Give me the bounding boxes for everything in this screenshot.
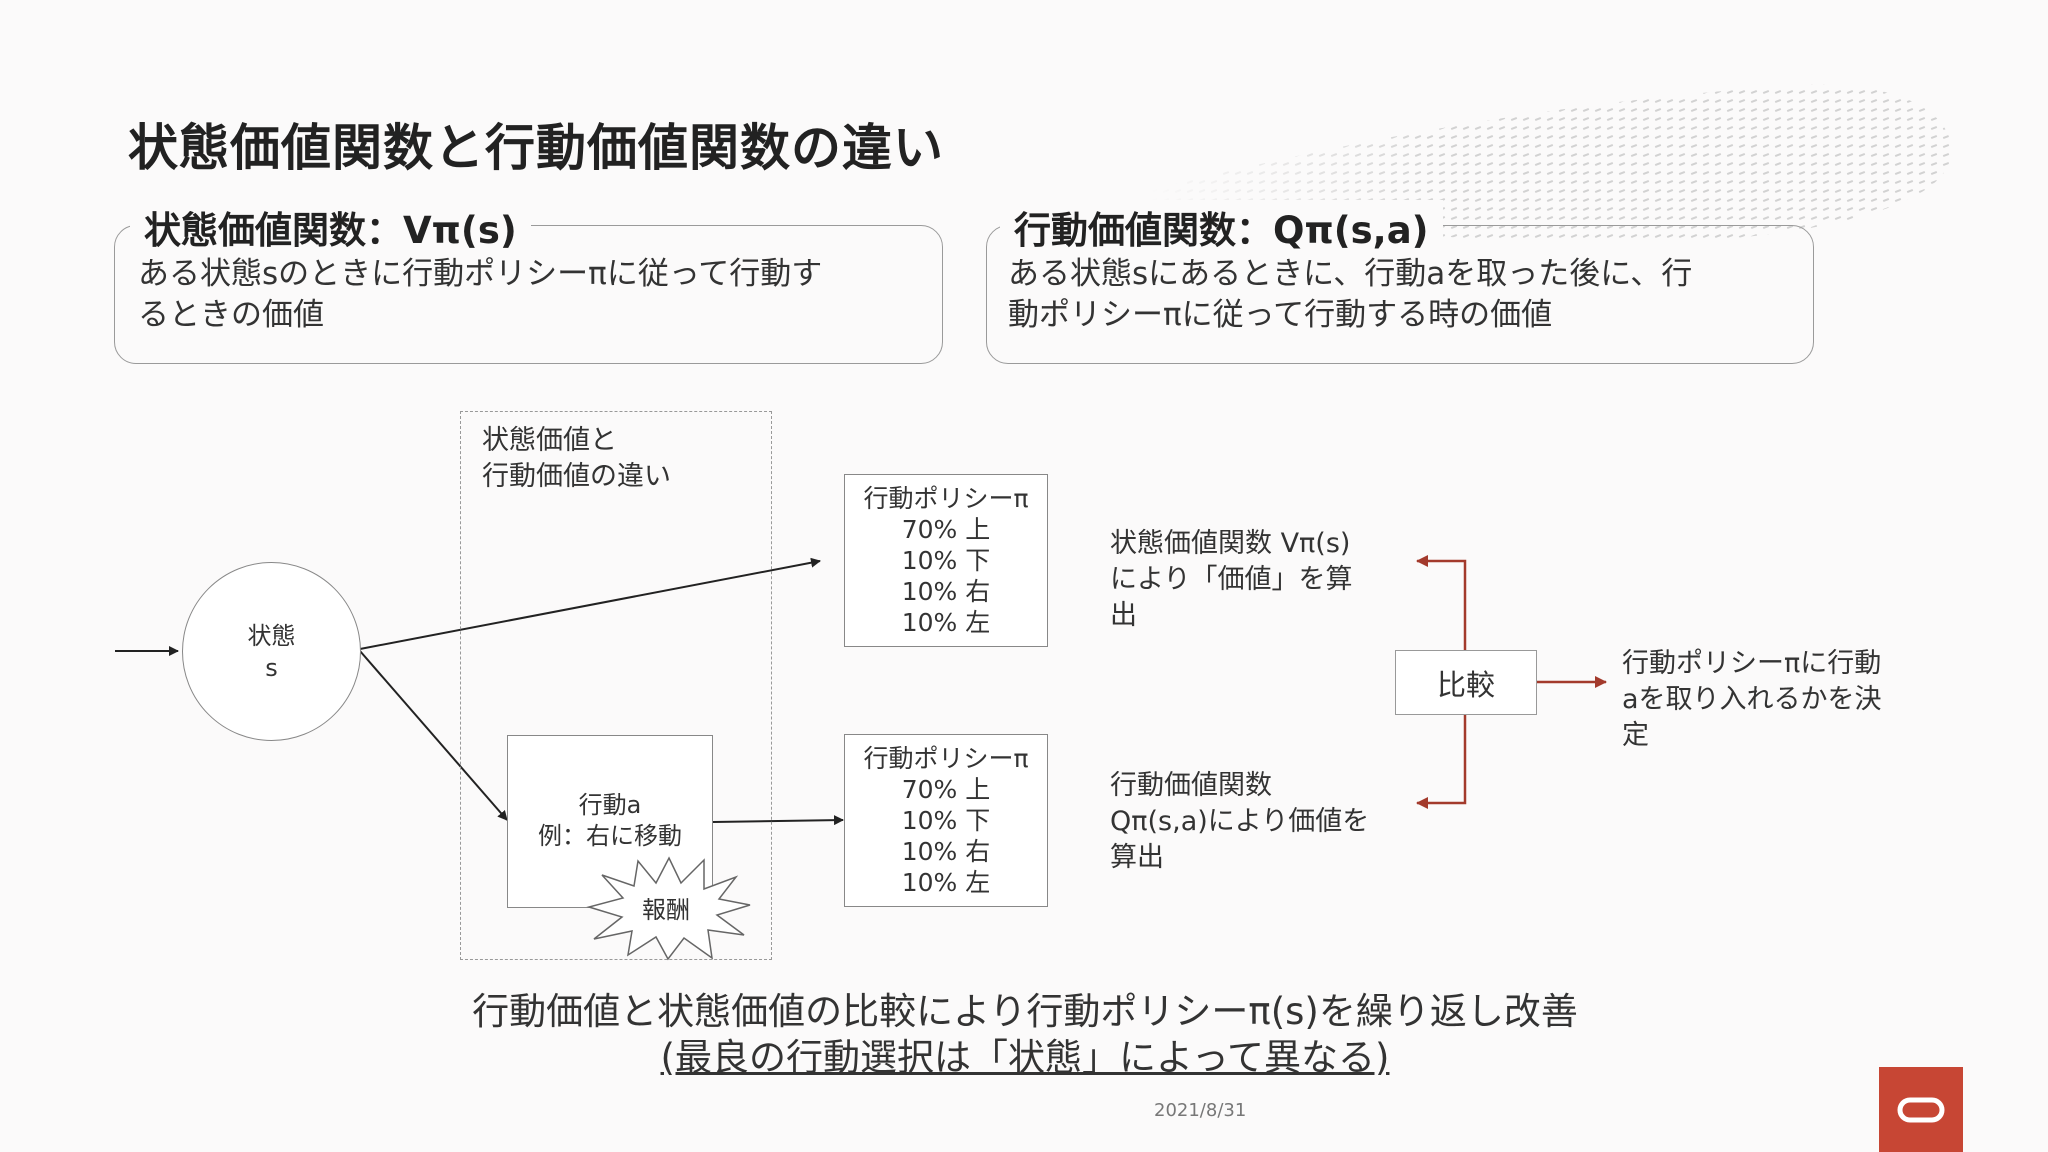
compare-node: 比較 <box>1395 650 1537 715</box>
state-to-action-arrow <box>359 650 508 821</box>
oracle-logo <box>1879 1067 1963 1152</box>
summary-text: 行動価値と状態価値の比較により行動ポリシーπ(s)を繰り返し改善 (最良の行動選… <box>240 989 1810 1081</box>
action-to-policy-arrow <box>712 815 844 826</box>
policy-box-top-row-up: 70% 上 <box>901 515 991 544</box>
action-value-description-line2: 動ポリシーπに従って行動する時の価値 <box>1008 297 1553 333</box>
state-to-policy-arrow <box>359 557 821 650</box>
policy-box-top-title: 行動ポリシーπ <box>863 484 1029 513</box>
state-value-calculation-line3: 出 <box>1110 600 1137 631</box>
compare-node-label: 比較 <box>1436 667 1495 702</box>
state-value-calculation-line2: により「価値」を算 <box>1110 564 1353 595</box>
policy-box-top-row-right: 10% 右 <box>901 577 991 606</box>
state-value-description: ある状態sのときに行動ポリシーπに従って行動す るときの価値 <box>138 254 928 336</box>
reward-burst-icon <box>586 856 751 961</box>
state-node: 状態 s <box>182 562 361 741</box>
policy-box-bottom-row-up: 70% 上 <box>901 775 991 804</box>
state-value-calculation-note: 状態価値関数 Vπ(s) により「価値」を算 出 <box>1110 526 1352 634</box>
policy-box-bottom-row-left: 10% 左 <box>901 868 991 897</box>
summary-line2: (最良の行動選択は「状態」によって異なる) <box>660 1036 1390 1079</box>
action-node-example: 例：右に移動 <box>538 822 682 850</box>
difference-frame <box>460 411 772 960</box>
oracle-logo-icon <box>1897 1097 1945 1122</box>
compare-to-v-arrow <box>1416 555 1467 650</box>
policy-box-bottom-row-down: 10% 下 <box>901 806 991 835</box>
difference-label-line1: 状態価値と <box>482 425 617 456</box>
summary-line1: 行動価値と状態価値の比較により行動ポリシーπ(s)を繰り返し改善 <box>472 990 1578 1033</box>
state-value-heading: 状態価値関数：Vπ(s) <box>130 200 531 254</box>
action-value-calculation-line3: 算出 <box>1110 842 1164 873</box>
action-value-heading: 行動価値関数：Qπ(s,a) <box>1000 200 1443 254</box>
policy-box-top-row-left: 10% 左 <box>901 608 991 637</box>
state-value-description-line1: ある状態sのときに行動ポリシーπに従って行動す <box>138 256 823 292</box>
state-value-calculation-line1: 状態価値関数 Vπ(s) <box>1110 528 1351 559</box>
state-value-description-line2: るときの価値 <box>138 297 324 333</box>
policy-box-bottom: 行動ポリシーπ 70% 上 10% 下 10% 右 10% 左 <box>844 734 1048 907</box>
decision-line2: aを取り入れるかを決 <box>1622 684 1882 715</box>
action-value-calculation-line2: Qπ(s,a)により価値を <box>1110 806 1370 837</box>
action-value-calculation-line1: 行動価値関数 <box>1110 770 1272 801</box>
decision-line3: 定 <box>1622 720 1649 751</box>
state-node-symbol: s <box>265 653 278 682</box>
footer-date: 2021/8/31 <box>1154 1100 1247 1121</box>
action-node-label: 行動a <box>578 791 642 819</box>
page-title: 状態価値関数と行動価値関数の違い <box>128 119 944 177</box>
policy-box-top-row-down: 10% 下 <box>901 546 991 575</box>
policy-box-bottom-title: 行動ポリシーπ <box>863 744 1029 773</box>
reward-label: 報酬 <box>642 896 690 924</box>
state-node-label: 状態 <box>247 621 296 650</box>
decision-note: 行動ポリシーπに行動 aを取り入れるかを決 定 <box>1622 646 1882 754</box>
policy-box-bottom-row-right: 10% 右 <box>901 837 991 866</box>
difference-label-line2: 行動価値の違い <box>482 461 671 492</box>
action-value-calculation-note: 行動価値関数 Qπ(s,a)により価値を 算出 <box>1110 768 1369 876</box>
difference-label: 状態価値と 行動価値の違い <box>482 423 671 495</box>
compare-to-q-arrow <box>1416 714 1467 809</box>
policy-box-top: 行動ポリシーπ 70% 上 10% 下 10% 右 10% 左 <box>844 474 1048 647</box>
decision-line1: 行動ポリシーπに行動 <box>1622 648 1882 679</box>
action-value-description-line1: ある状態sにあるときに、行動aを取った後に、行 <box>1008 256 1693 292</box>
action-value-description: ある状態sにあるときに、行動aを取った後に、行 動ポリシーπに従って行動する時の… <box>1008 254 1798 336</box>
